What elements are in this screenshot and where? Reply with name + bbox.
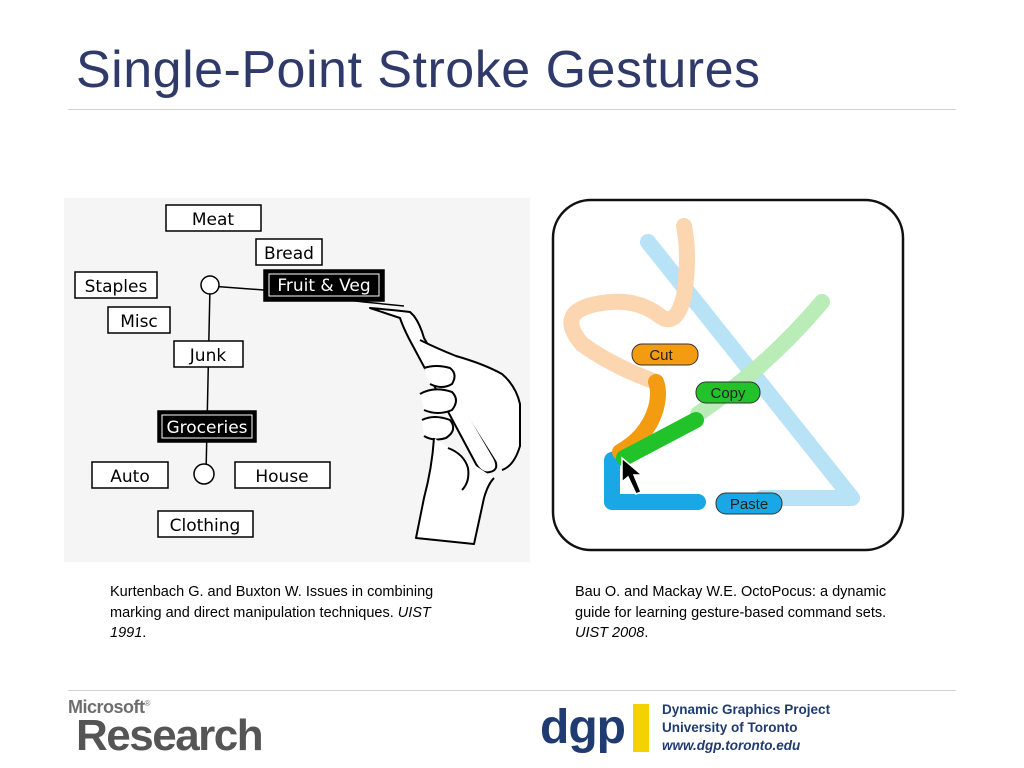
paste-label-pill <box>715 492 783 515</box>
menu-label-groceries: Groceries <box>166 418 247 438</box>
paste-label: Paste <box>730 496 768 513</box>
copy-label-pill <box>695 381 761 404</box>
dgp-logo: dgp Dynamic Graphics Project University … <box>540 698 870 760</box>
menu-label-fruit-veg: Fruit & Veg <box>277 276 370 296</box>
footer-divider <box>68 690 956 691</box>
menu-label-bread: Bread <box>264 244 314 264</box>
slide-title: Single-Point Stroke Gestures <box>76 41 761 99</box>
menu-box-auto <box>91 461 169 489</box>
microsoft-wordmark: Microsoft® <box>68 697 150 717</box>
caption-right: Bau O. and Mackay W.E. OctoPocus: a dyna… <box>575 582 905 644</box>
menu-box-staples <box>74 271 158 299</box>
mark-stroke-vertical <box>205 285 211 475</box>
hand-with-stylus-icon <box>369 307 521 545</box>
menu-box-junk <box>173 340 244 368</box>
menu-label-meat: Meat <box>192 210 235 230</box>
copy-label: Copy <box>710 385 746 402</box>
dgp-wordmark: dgp <box>540 701 626 754</box>
dgp-line-name: Dynamic Graphics Project <box>662 702 831 717</box>
microsoft-research-logo: Microsoft® Research <box>68 697 278 763</box>
research-wordmark: Research <box>76 711 264 760</box>
menu-box-misc <box>107 306 171 334</box>
cut-guide-faded-path <box>563 218 695 390</box>
cut-label: Cut <box>649 347 673 364</box>
caption-right-text: Bau O. and Mackay W.E. OctoPocus: a dyna… <box>575 584 887 621</box>
paste-guide-faded-path <box>640 234 860 506</box>
menu-center-circle-top <box>200 275 220 295</box>
menu-label-clothing: Clothing <box>170 516 241 536</box>
cut-guide-active-path <box>612 374 666 460</box>
menu-box-groceries-selected <box>157 410 257 443</box>
caption-left: Kurtenbach G. and Buxton W. Issues in co… <box>110 582 450 644</box>
dgp-line-url: www.dgp.toronto.edu <box>662 738 801 753</box>
menu-box-clothing <box>157 510 254 538</box>
menu-box-groceries-inner <box>161 414 253 439</box>
menu-label-staples: Staples <box>85 277 148 297</box>
menu-box-house <box>234 461 331 489</box>
octopocus-figure: Cut Copy Paste <box>548 196 908 554</box>
menu-label-junk: Junk <box>189 346 227 366</box>
menu-box-bread <box>255 238 323 266</box>
menu-label-auto: Auto <box>110 467 149 487</box>
marking-menu-figure: Meat Bread Staples Fruit & Veg Misc Junk… <box>64 198 530 562</box>
dgp-text-block: Dynamic Graphics Project University of T… <box>662 701 830 755</box>
menu-box-fruit-veg-inner <box>268 273 380 297</box>
caption-right-venue: UIST 2008 <box>575 625 645 641</box>
octopocus-diagram: Cut Copy Paste <box>551 198 905 552</box>
menu-label-house: House <box>255 467 308 487</box>
menu-box-meat <box>165 204 262 232</box>
marking-menu-diagram: Meat Bread Staples Fruit & Veg Misc Junk… <box>74 204 521 545</box>
cursor-arrow-icon <box>621 456 645 495</box>
caption-left-venue: UIST 1991 <box>110 604 431 642</box>
title-divider <box>68 109 956 110</box>
menu-center-circle-bottom <box>193 463 215 485</box>
cut-label-pill <box>631 343 699 366</box>
caption-left-end: . <box>142 625 147 641</box>
dgp-line-university: University of Toronto <box>662 720 798 735</box>
copy-guide-active-path <box>616 412 704 466</box>
caption-left-text: Kurtenbach G. and Buxton W. Issues in co… <box>110 584 434 621</box>
caption-right-end: . <box>644 625 649 641</box>
dgp-yellow-bar <box>633 704 649 752</box>
menu-label-misc: Misc <box>120 312 158 332</box>
